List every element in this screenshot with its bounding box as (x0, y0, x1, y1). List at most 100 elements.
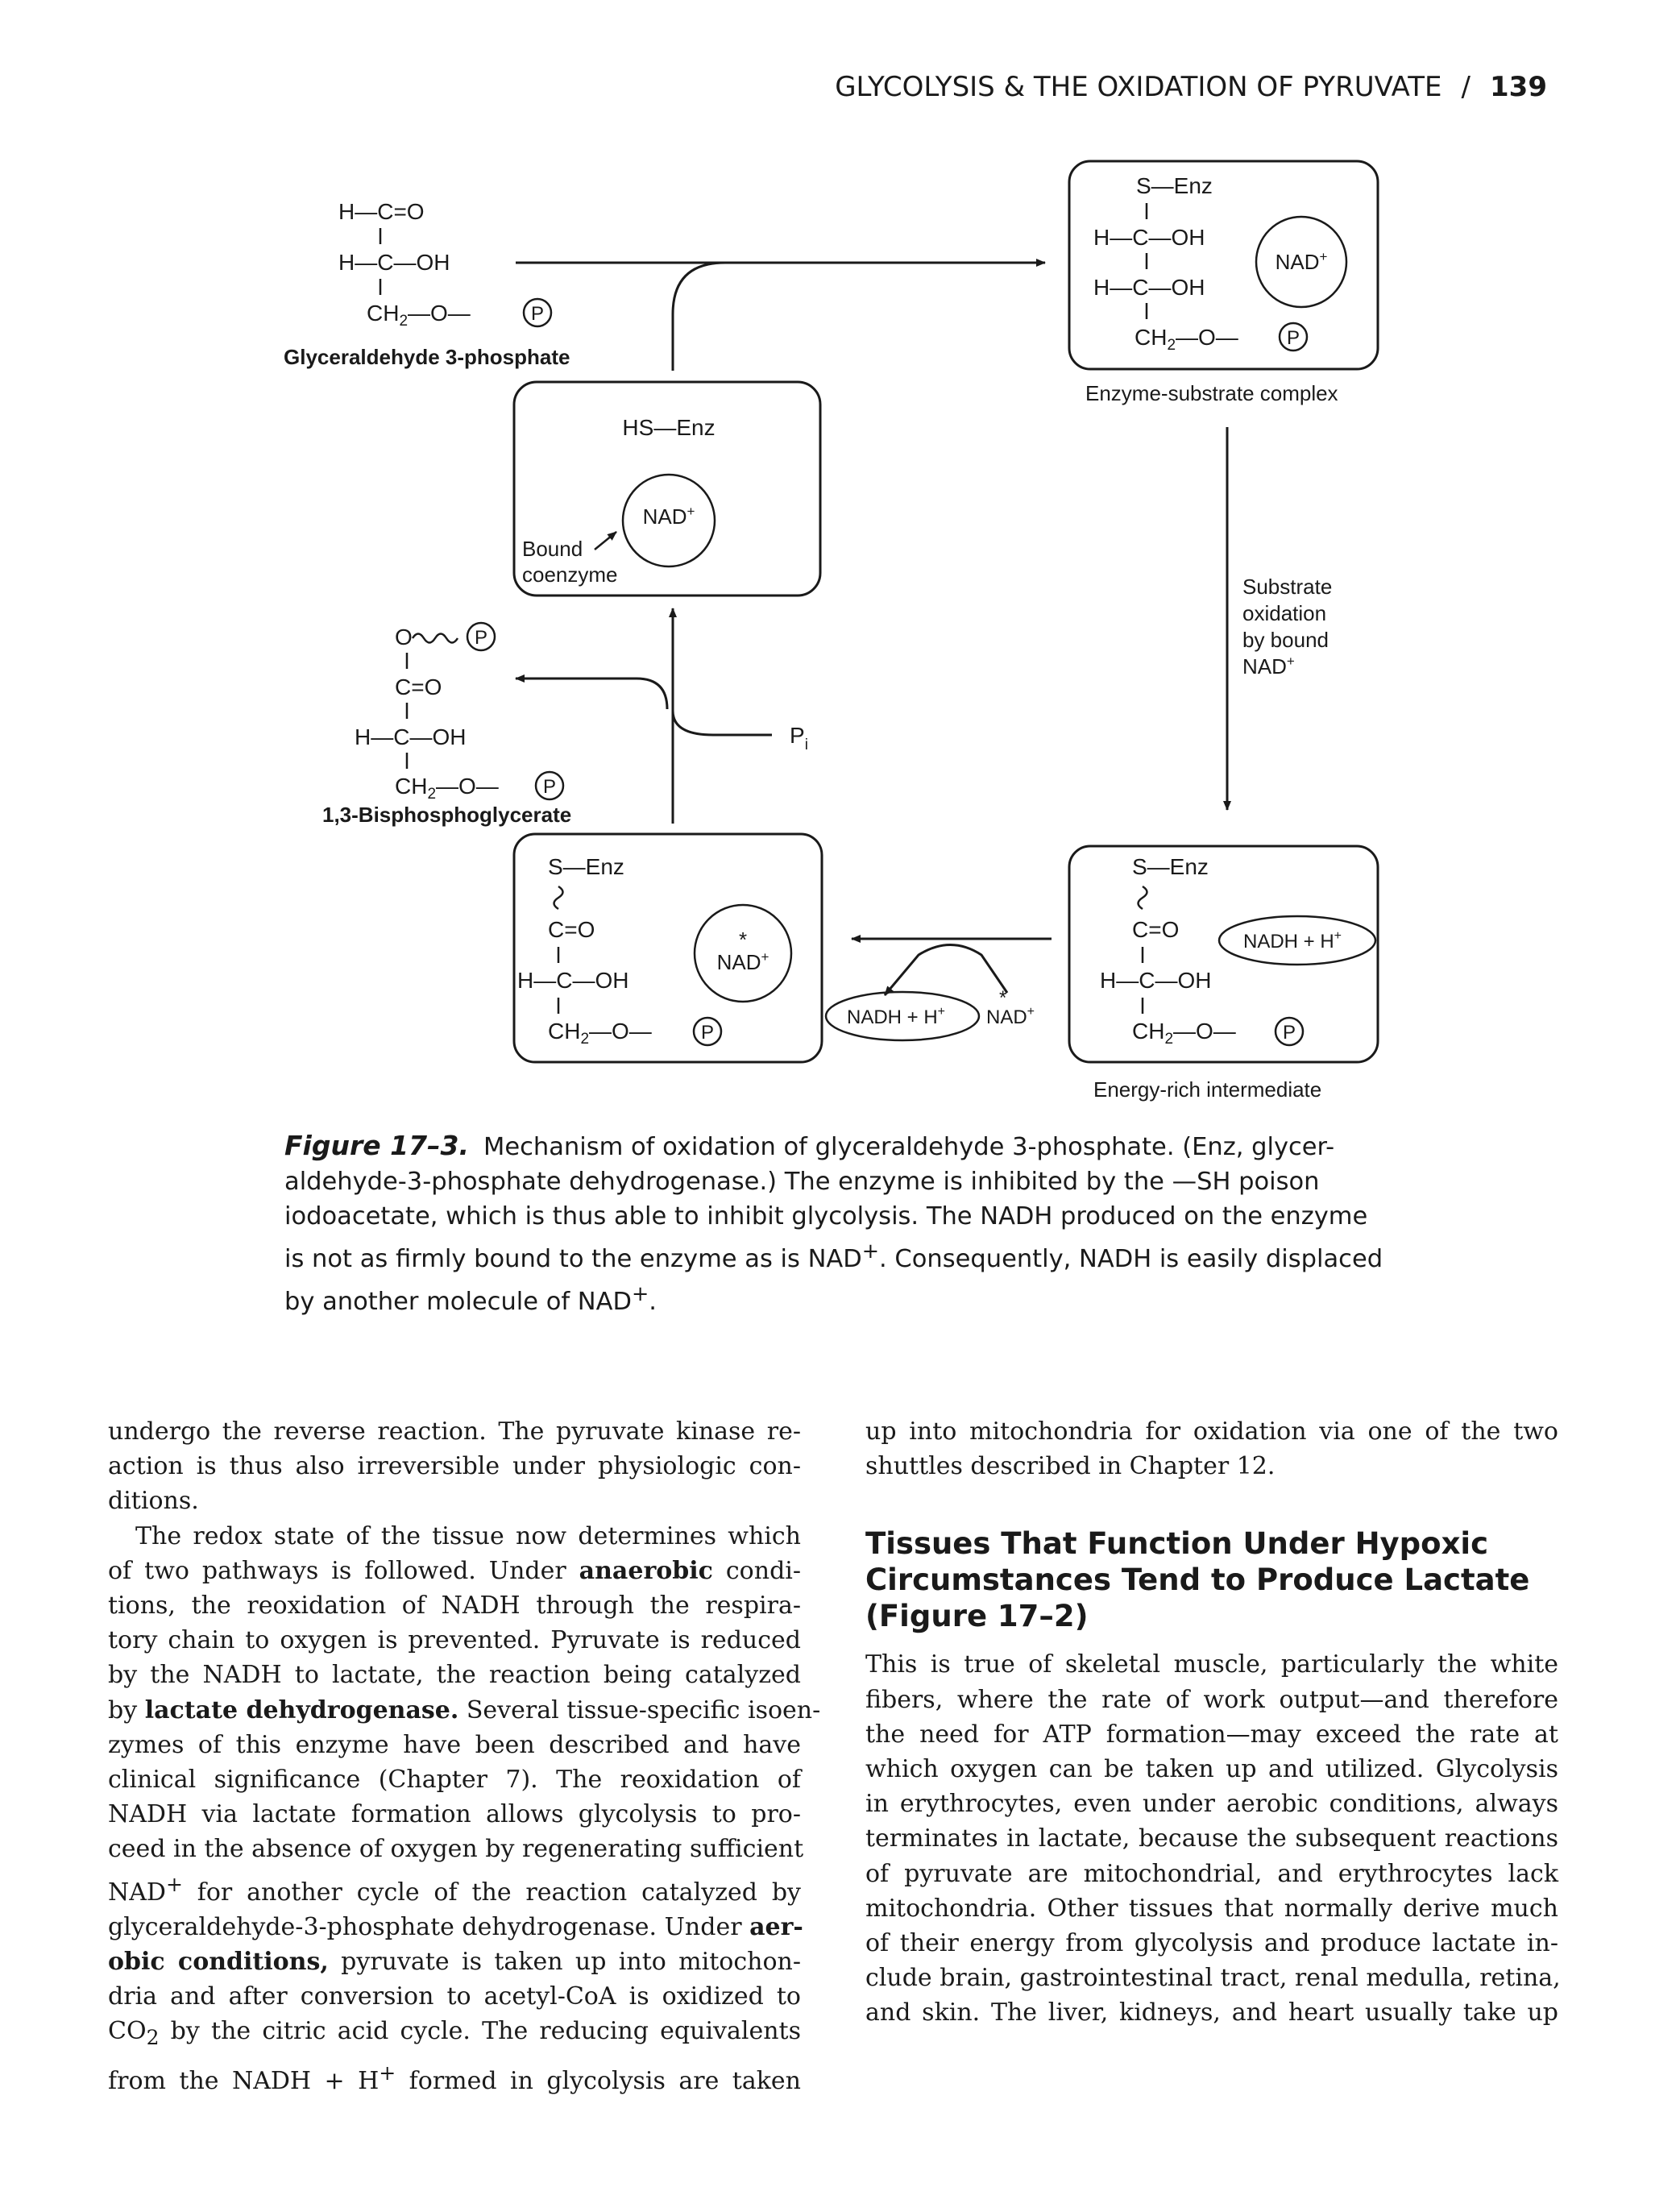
eri-nadh-label: NADH + H+ (1243, 929, 1342, 952)
body-line: obic conditions, pyruvate is taken up in… (108, 1944, 801, 1979)
body-line: CO2 by the citric acid cycle. The reduci… (108, 2014, 801, 2055)
eri-s-enz: S—Enz (1132, 854, 1209, 879)
caption-text-1: Mechanism of oxidation of glyceraldehyde… (483, 1133, 1335, 1161)
bound-nad-circle-icon (621, 473, 716, 568)
eri-thioester-bond-icon (1137, 885, 1148, 911)
running-head: GLYCOLYSIS & THE OXIDATION OF PYRUVATE/1… (790, 71, 1547, 103)
released-nadh-plus: + (938, 1005, 945, 1019)
term-lactate-dehydrogenase: lactate dehydrogenase. (144, 1695, 459, 1724)
arrow-to-bisphosphoglycerate (515, 674, 669, 710)
bpg-hydroxyl: H—C—OH (355, 724, 466, 749)
term-anaerobic: anaerobic (579, 1556, 713, 1585)
acyl-carbonyl: C=O (548, 917, 595, 942)
bound-label: Bound (522, 537, 583, 561)
caption-text-4: is not as firmly bound to the enzyme as … (284, 1245, 862, 1274)
body-line: by the NADH to lactate, the reaction bei… (108, 1661, 801, 1690)
released-nadh-label: NADH + H+ (847, 1005, 945, 1028)
bpg-ch2-line: CH2—O— (395, 774, 499, 803)
eri-ch2-line: CH2—O— (1132, 1019, 1236, 1048)
bpg-high-energy-bond-icon (411, 633, 459, 644)
free-enzyme-box: HS—Enz NAD+ Bound coenzyme (512, 380, 822, 597)
oxidation-label-line-2: oxidation (1242, 601, 1326, 625)
bpg-o: O (395, 625, 413, 649)
eri-phosphate-circle-icon (1274, 1016, 1305, 1047)
text-run: Several tissue-specific isoen- (458, 1695, 821, 1724)
body-line: of pyruvate are mitochondrial, and eryth… (865, 1859, 1558, 1888)
term-aerobic-part-2: obic conditions, (108, 1948, 329, 1977)
acyl-nad-plus: + (761, 949, 769, 965)
body-line: zymes of this enzyme have been described… (108, 1730, 801, 1759)
pi-sub: i (805, 737, 808, 753)
g3p-phosphate-line: CH2—O— (367, 301, 471, 330)
bound-pointer-arrow (594, 531, 617, 550)
acyl-thioester-bond-icon (553, 885, 564, 911)
g3p-name: Glyceraldehyde 3-phosphate (284, 345, 570, 369)
caption-text-4b: . Consequently, NADH is easily displaced (879, 1245, 1383, 1274)
incoming-nad-plus: + (1027, 1005, 1035, 1019)
caption-line-2: aldehyde-3-phosphate dehydrogenase.) The… (284, 1168, 1320, 1196)
eri-outline (1068, 845, 1379, 1064)
text-run: for another cycle of the reaction cataly… (182, 1878, 801, 1907)
body-line: which oxygen can be taken up and utilize… (865, 1755, 1558, 1784)
eri-ch: CH (1132, 1019, 1164, 1044)
term-aerobic-part-1: aer- (749, 1912, 803, 1941)
text-run: condi- (712, 1556, 801, 1585)
pi-input-line (671, 710, 772, 737)
right-column: up into mitochondria for oxidation via o… (865, 1414, 1561, 2031)
incoming-nad-label: NAD+ (986, 1005, 1035, 1028)
eri-phosphate-label: P (1283, 1022, 1296, 1044)
eri-carbonyl: C=O (1132, 917, 1179, 942)
heading-line: Tissues That Function Under Hypoxic (865, 1526, 1489, 1562)
free-enzyme-outline (512, 380, 822, 597)
esc-ch: CH (1135, 325, 1167, 350)
nadh-release-curve (883, 944, 1009, 996)
acyl-ch2-line: CH2—O— (548, 1019, 652, 1048)
bpg-phosphate-2-label: P (543, 776, 556, 798)
text-run: glyceraldehyde-3-phosphate dehydrogenase… (108, 1912, 750, 1941)
text-run: CO (108, 2017, 147, 2046)
esc-hcoh-1: H—C—OH (1093, 225, 1205, 250)
acyl-o: —O— (589, 1019, 652, 1044)
esc-ch2-line: CH2—O— (1135, 325, 1238, 354)
heading-line: Circumstances Tend to Produce Lactate (865, 1563, 1530, 1598)
body-line: ceed in the absence of oxygen by regener… (108, 1835, 804, 1864)
body-line: in erythrocytes, even under aerobic cond… (865, 1790, 1558, 1819)
oxidation-label-plus: + (1287, 654, 1295, 669)
text-run: of two pathways is followed. Under (108, 1556, 579, 1585)
esc-o: —O— (1176, 325, 1238, 350)
acyl-nad-circle-icon (693, 903, 793, 1003)
oxidation-label-line-1: Substrate (1242, 575, 1332, 599)
bound-nad-text: NAD (643, 504, 687, 529)
esc-nad-plus: + (1319, 249, 1327, 264)
eri-nadh-plus: + (1334, 929, 1342, 943)
released-nadh-text: NADH + H (847, 1006, 938, 1028)
caption-line-3: iodoacetate, which is thus able to inhib… (284, 1202, 1368, 1231)
left-column: undergo the reverse reaction. The pyruva… (108, 1414, 820, 2098)
caption-plus-1: + (861, 1239, 880, 1263)
body-line: of their energy from glycolysis and prod… (865, 1929, 1558, 1958)
eri-hydroxyl: H—C—OH (1100, 968, 1211, 993)
body-line: This is true of skeletal muscle, particu… (865, 1650, 1558, 1679)
acyl-nad-label: NAD+ (717, 949, 769, 974)
text-run: formed in glycolysis are taken (396, 2066, 801, 2095)
caption-text-5: by another molecule of NAD (284, 1288, 632, 1317)
body-line: fibers, where the rate of work output—an… (865, 1685, 1558, 1714)
running-head-separator: / (1461, 71, 1471, 103)
eri-caption: Energy-rich intermediate (1093, 1077, 1321, 1102)
body-line: clude brain, gastrointestinal tract, ren… (865, 1964, 1561, 1993)
oxidation-label-line-4: NAD+ (1242, 654, 1295, 679)
g3p-hydroxyl-line: H—C—OH (338, 250, 450, 275)
eri-sub: 2 (1164, 1031, 1173, 1048)
body-line: The redox state of the tissue now determ… (135, 1521, 801, 1550)
body-line: NADH via lactate formation allows glycol… (108, 1800, 801, 1829)
acyl-enzyme-outline (512, 832, 823, 1064)
bisphosphoglycerate-structure: O P C=O H—C—OH CH2—O— P 1,3-Bisphosphogl… (322, 621, 571, 827)
figure-17-3-diagram: H—C=O H—C—OH CH2—O— P Glyceraldehyde 3-p… (284, 160, 1379, 1102)
acyl-sub: 2 (580, 1031, 589, 1048)
text-run: by (108, 1695, 145, 1724)
caption-line-4: is not as firmly bound to the enzyme as … (284, 1234, 1388, 1276)
released-nadh-ellipse-icon (824, 990, 981, 1042)
esc-sub: 2 (1167, 337, 1176, 354)
body-line: action is thus also irreversible under p… (108, 1452, 801, 1481)
